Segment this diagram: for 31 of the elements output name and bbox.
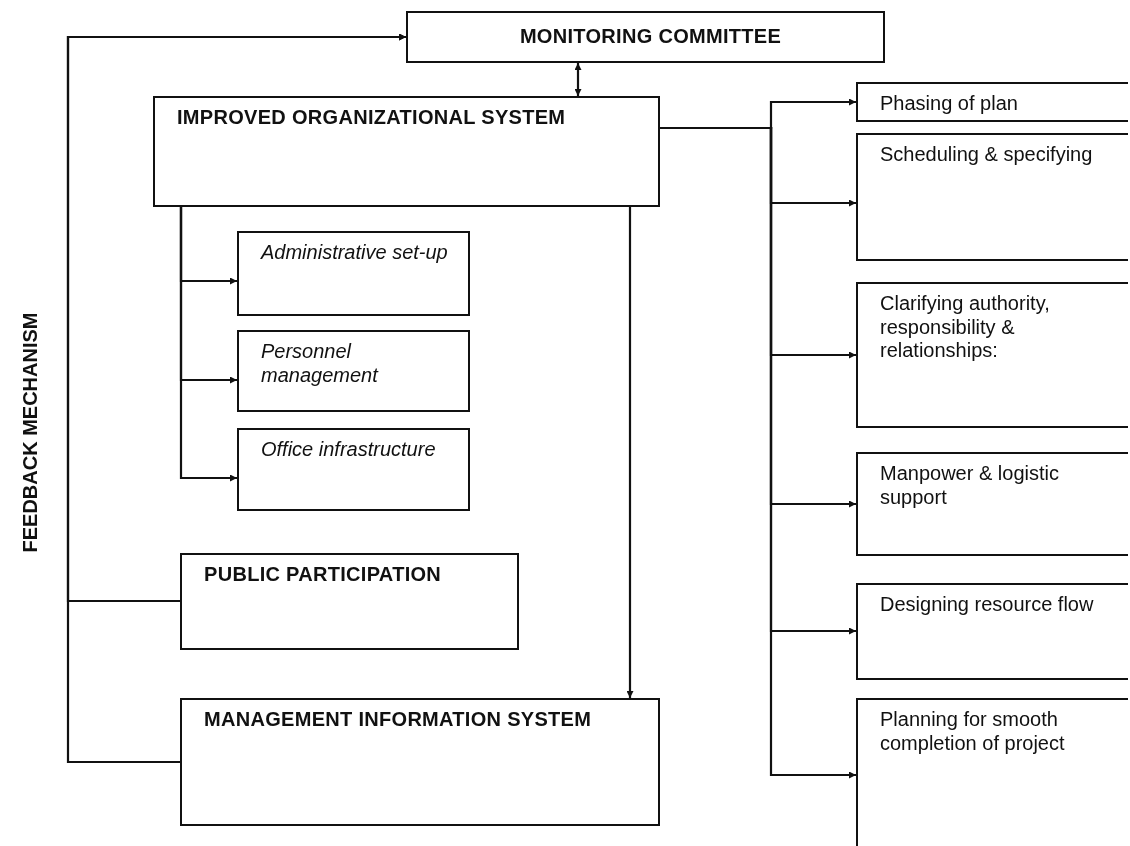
process-box [406, 11, 885, 63]
process-box [180, 698, 660, 826]
process-box [856, 82, 1128, 122]
box-label: Planning for smooth completion of project [880, 708, 1066, 756]
box-label: PUBLIC PARTICIPATION [204, 563, 442, 587]
box-label: Personnel management [261, 340, 380, 388]
box-label: IMPROVED ORGANIZATIONAL SYSTEM [177, 106, 566, 130]
process-box [856, 133, 1128, 261]
box-label: MANAGEMENT INFORMATION SYSTEM [204, 708, 592, 732]
process-box [237, 428, 470, 511]
process-box [856, 282, 1128, 428]
arrow [574, 63, 582, 96]
box-label: Administrative set-up [261, 241, 448, 265]
arrow [66, 33, 406, 764]
process-box [180, 553, 519, 650]
box-label: Clarifying authority, responsibility & relationships: [880, 292, 1051, 363]
box-label: MONITORING COMMITTEE [519, 25, 782, 49]
box-label: Manpower & logistic support [880, 462, 1060, 510]
box-label: Office infrastructure [261, 438, 436, 462]
side-label: FEEDBACK MECHANISM [18, 312, 42, 552]
process-box [237, 231, 470, 316]
process-box [856, 698, 1128, 846]
box-label: Phasing of plan [880, 92, 1018, 116]
arrow [179, 207, 237, 482]
process-box [237, 330, 470, 412]
box-label: Designing resource flow [880, 593, 1094, 617]
process-box [856, 452, 1128, 556]
box-label: Scheduling & specifying [880, 143, 1093, 167]
arrow [626, 207, 634, 698]
process-box [856, 583, 1128, 680]
process-box [153, 96, 660, 207]
